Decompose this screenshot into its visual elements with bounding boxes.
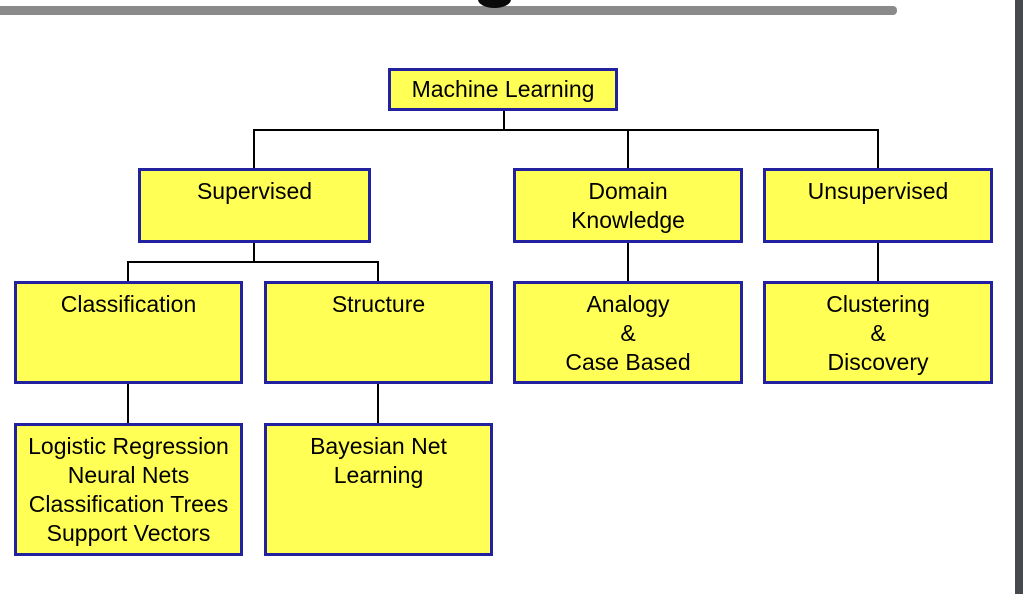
node-label: Case Based [565,349,691,375]
node-label: Knowledge [571,207,685,233]
node-label: Support Vectors [46,520,211,546]
connector-drop-structure [377,261,379,282]
node-label: & [870,320,886,346]
connector-supervised-stub [253,243,255,262]
node-machine-learning: Machine Learning [388,68,618,111]
node-label: Analogy [586,291,670,317]
connector-root-stub [503,111,505,130]
node-structure: Structure [264,281,493,384]
node-domain-knowledge: Domain Knowledge [513,168,743,243]
node-label: Clustering [826,291,930,317]
node-classification: Classification [14,281,243,384]
connector-level2-rail [253,129,879,131]
node-label: Logistic Regression [28,433,229,459]
node-label: Neural Nets [67,462,190,488]
connector-drop-supervised [253,129,255,169]
connector-drop-domain-knowledge [627,129,629,169]
node-label: Discovery [827,349,929,375]
title-underline-bar [0,6,897,15]
right-edge-bar [1015,0,1023,594]
node-label: Supervised [196,178,313,204]
connector-structure-bayesian [377,384,379,424]
node-label: Unsupervised [807,178,949,204]
node-supervised: Supervised [138,168,371,243]
node-label: Bayesian Net [310,433,447,459]
node-label: Domain [588,178,668,204]
connector-drop-classification [127,261,129,282]
connector-domain-analogy [627,243,629,282]
node-clustering-discovery: Clustering & Discovery [763,281,993,384]
connector-unsupervised-clustering [877,243,879,282]
node-label: Classification Trees [28,491,229,517]
node-label: Structure [331,291,426,317]
cutoff-title-glyph [478,0,511,8]
node-unsupervised: Unsupervised [763,168,993,243]
node-label: Classification [60,291,197,317]
node-label: & [620,320,636,346]
node-analogy-case-based: Analogy & Case Based [513,281,743,384]
node-bayesian-net-learning: Bayesian Net Learning [264,423,493,556]
node-label: Machine Learning [411,76,595,102]
connector-level3-rail [127,261,379,263]
connector-drop-unsupervised [877,129,879,169]
connector-classification-methods [127,384,129,424]
node-classification-methods: Logistic Regression Neural Nets Classifi… [14,423,243,556]
node-label: Learning [333,462,424,488]
